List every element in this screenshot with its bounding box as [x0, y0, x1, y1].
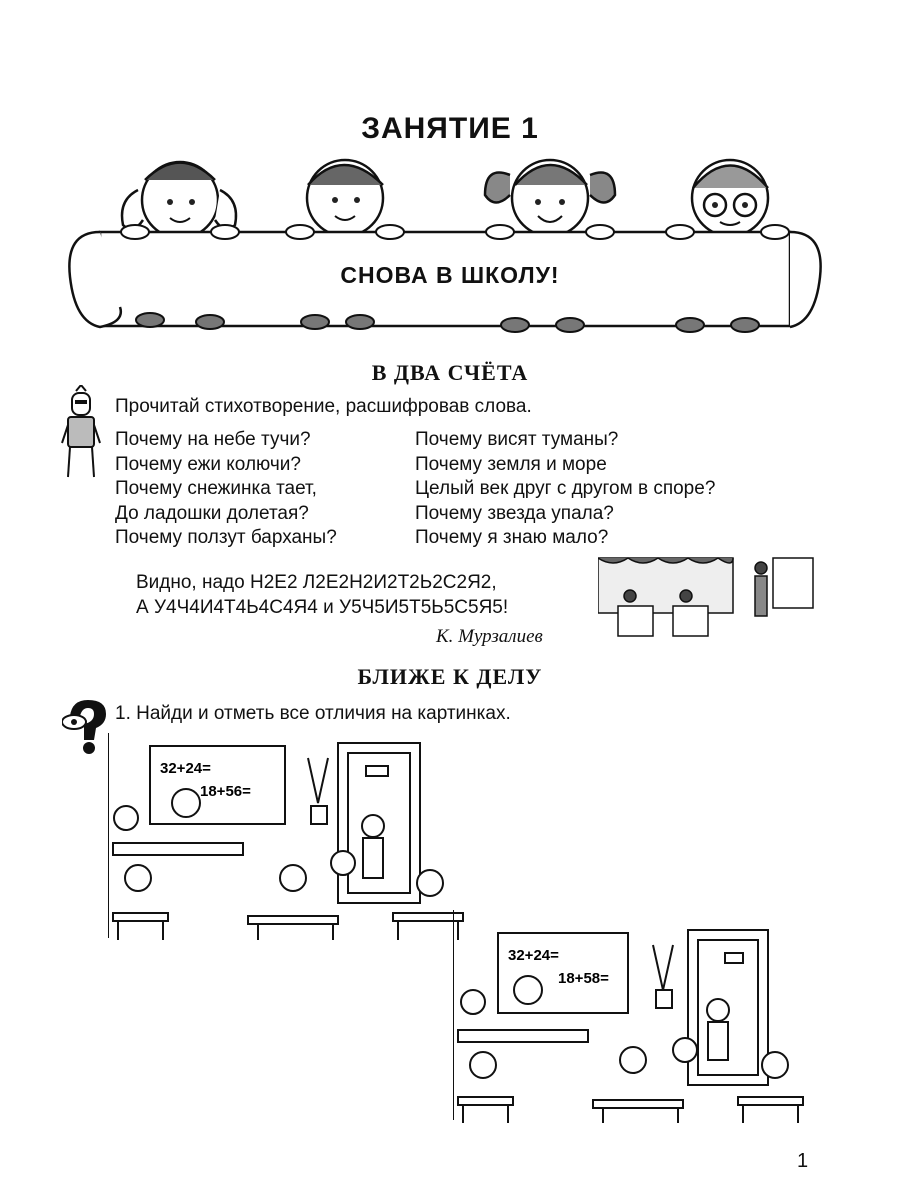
poem-line: До ладошки долетая? — [115, 502, 309, 524]
poem-line: Почему я знаю мало? — [415, 527, 609, 548]
poem-line: Почему на небе тучи? — [115, 429, 311, 450]
cipher-line: А У4Ч4И4Т4Ь4С4Я4 и У5Ч5И5Т5Ь5С5Я5! — [136, 597, 509, 618]
instruction-text: Прочитай стихотворение, расшифровав слов… — [115, 396, 532, 417]
banner-text: СНОВА В ШКОЛУ! — [340, 262, 560, 288]
poem-line: Почему снежинка тает, — [115, 478, 317, 499]
classroom-picture-2: 32+24= 18+58= — [453, 910, 804, 1123]
question-icon — [62, 700, 106, 754]
board-expression-2: 18+56= — [200, 783, 251, 800]
section-title-blizhe-k-delu: БЛИЖЕ К ДЕЛУ — [357, 664, 543, 689]
poem-line: Почему ползут барханы? — [115, 527, 337, 548]
poem-author: К. Мурзалиев — [436, 626, 543, 647]
board-expression-1: 32+24= — [508, 947, 559, 964]
page-number: 1 — [797, 1150, 809, 1172]
task-text: 1. Найди и отметь все отличия на картинк… — [115, 703, 511, 724]
children-banner-illustration — [68, 158, 822, 333]
board-expression-2: 18+58= — [558, 970, 609, 987]
poem-line: Почему висят туманы? — [415, 429, 619, 450]
poem-line: Почему ежи колючи? — [115, 453, 301, 475]
knight-icon — [61, 385, 101, 478]
board-expression-1: 32+24= — [160, 760, 211, 777]
classroom-picture-1: 32+24= 18+56= — [108, 733, 464, 940]
poem-line: Почему звезда упала? — [415, 502, 614, 524]
poem-right-column: Почему висят туманы? Почему земля и море… — [415, 428, 715, 551]
cipher-line: Видно, надо Н2Е2 Л2Е2Н2И2Т2Ь2С2Я2, — [136, 572, 497, 593]
section-title-v-dva-scheta: В ДВА СЧЁТА — [371, 360, 529, 385]
poem-line: Целый век друг с другом в споре? — [415, 478, 716, 499]
lesson-title: ЗАНЯТИЕ 1 — [361, 112, 539, 145]
classroom-window-illustration — [598, 557, 814, 637]
poem-left-column: Почему на небе тучи? Почему ежи колючи? … — [115, 428, 337, 551]
poem-line: Почему земля и море — [415, 453, 607, 475]
